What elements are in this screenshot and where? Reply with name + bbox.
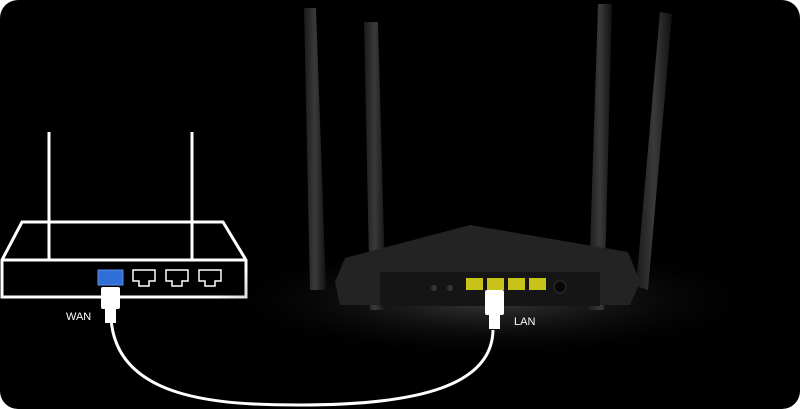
wan-label: WAN bbox=[66, 311, 92, 323]
router-lan-ports bbox=[466, 278, 546, 290]
ethernet-cable bbox=[109, 317, 495, 407]
wan-plug bbox=[101, 287, 120, 323]
wan-port bbox=[97, 269, 124, 286]
lan-label: LAN bbox=[514, 316, 536, 328]
router-antennas bbox=[304, 4, 672, 310]
lan-plug bbox=[485, 290, 504, 329]
modem-outline bbox=[0, 132, 248, 299]
modem-lan-ports bbox=[132, 269, 222, 287]
